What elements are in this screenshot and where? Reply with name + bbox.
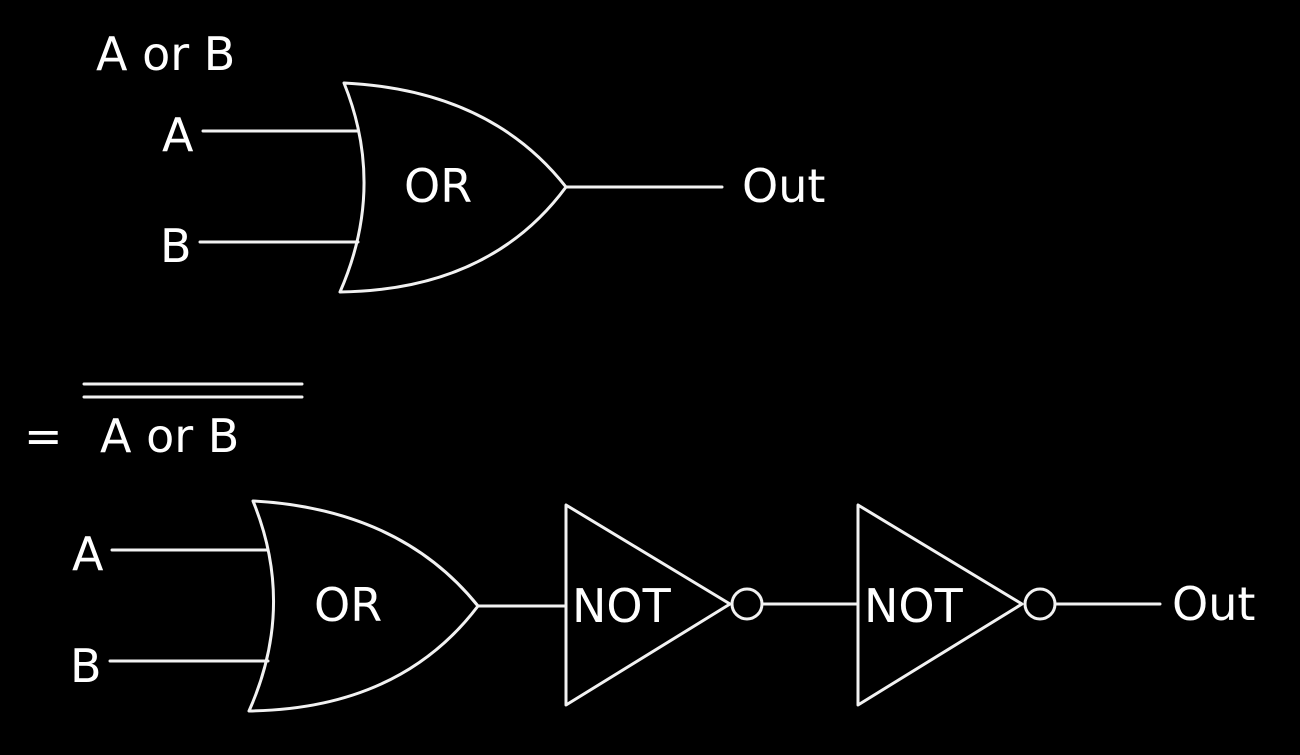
bottom-or-gate [247, 499, 480, 713]
top-or-gate [338, 81, 568, 294]
bottom-output-label: Out [1172, 577, 1255, 631]
not-gate-2 [856, 503, 1024, 707]
top-output-label: Out [742, 159, 825, 213]
top-input-b-label: B [160, 219, 192, 273]
top-or-gate-label: OR [404, 159, 472, 213]
not-gate-1 [564, 503, 732, 707]
negated-expression: A or B [100, 409, 239, 463]
bottom-input-b-label: B [70, 639, 102, 693]
top-input-a-label: A [162, 108, 194, 162]
bottom-or-gate-label: OR [314, 578, 382, 632]
top-diagram: A or B A B OR Out [96, 27, 825, 294]
not-gate-2-bubble [1023, 587, 1057, 621]
bottom-diagram: A B OR NOT NOT Out [70, 499, 1255, 713]
not-gate-1-label: NOT [572, 579, 672, 633]
top-expression: A or B [96, 27, 235, 81]
not-gate-2-label: NOT [864, 579, 964, 633]
not-gate-1-bubble [730, 587, 764, 621]
equivalence-row: = A or B [24, 382, 304, 463]
bottom-input-a-label: A [72, 527, 104, 581]
equals-sign: = [24, 409, 63, 463]
